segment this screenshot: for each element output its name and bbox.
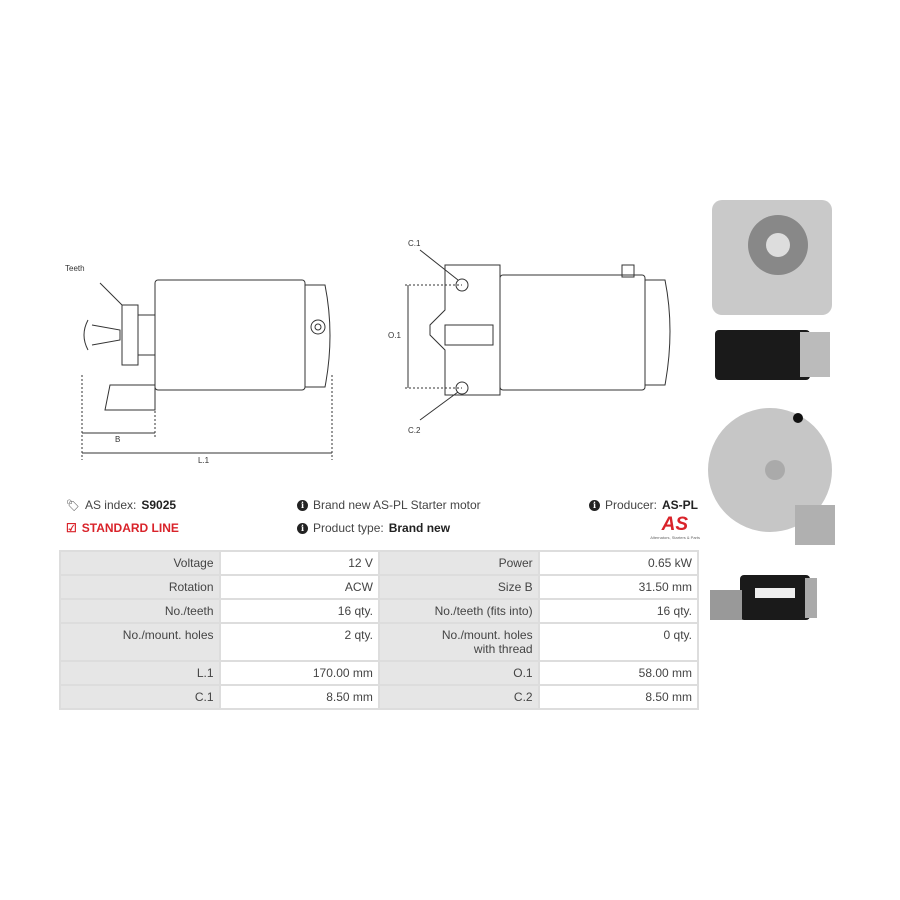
as-index-label: AS index: — [84, 498, 137, 512]
side-view-drawing — [81, 279, 333, 460]
spec-label: No./mount. holes with thread — [377, 622, 540, 662]
as-logo: AS Alternators, Starters & Parts — [620, 514, 700, 541]
description: i Brand new AS-PL Starter motor — [297, 498, 481, 512]
l1-label: L.1 — [198, 456, 210, 465]
b-label: B — [115, 435, 121, 444]
spec-label: O.1 — [377, 660, 540, 686]
spec-value: 16 qty. — [537, 598, 700, 624]
producer-label: Producer: — [604, 498, 657, 512]
spec-value: 8.50 mm — [537, 684, 700, 710]
c1-label: C.1 — [408, 239, 421, 248]
checkbox-icon: ☑ — [66, 521, 77, 535]
spec-label: Voltage — [59, 550, 221, 576]
spec-value: 8.50 mm — [218, 684, 380, 710]
spec-value: 12 V — [218, 550, 380, 576]
product-type-value: Brand new — [388, 521, 451, 535]
spec-value: 0 qty. — [537, 622, 700, 662]
info-icon: i — [297, 499, 308, 511]
spec-value: 58.00 mm — [537, 660, 700, 686]
spec-value: 0.65 kW — [537, 550, 700, 576]
spec-label: C.2 — [377, 684, 540, 710]
producer-value: AS-PL — [662, 498, 698, 512]
product-photos — [708, 200, 835, 620]
spec-value: ACW — [218, 574, 380, 600]
front-view-drawing — [405, 249, 671, 421]
spec-label: Power — [377, 550, 540, 576]
tags-icon: 🏷 — [66, 499, 80, 512]
o1-label: O.1 — [388, 331, 401, 340]
spec-label: C.1 — [59, 684, 221, 710]
spec-value: 31.50 mm — [537, 574, 700, 600]
info-icon: i — [588, 499, 600, 511]
standard-line: ☑ STANDARD LINE — [66, 521, 179, 535]
info-icon: i — [297, 522, 308, 534]
logo-tagline: Alternators, Starters & Parts — [650, 535, 700, 540]
producer: i Producer: AS-PL — [588, 498, 698, 512]
spec-label: No./teeth (fits into) — [377, 598, 540, 624]
spec-value: 2 qty. — [218, 622, 380, 662]
spec-label: L.1 — [59, 660, 221, 686]
spec-value: 170.00 mm — [218, 660, 380, 686]
description-text: Brand new AS-PL Starter motor — [313, 498, 481, 512]
as-index-value: S9025 — [141, 498, 177, 512]
c2-label: C.2 — [408, 426, 421, 435]
teeth-label: Teeth — [65, 264, 85, 273]
logo-mark: AS — [661, 514, 688, 535]
spec-label: Rotation — [59, 574, 221, 600]
spec-value: 16 qty. — [218, 598, 380, 624]
as-index: 🏷 AS index: S9025 — [66, 498, 176, 512]
spec-label: No./mount. holes — [59, 622, 221, 662]
spec-label: Size B — [377, 574, 540, 600]
spec-label: No./teeth — [59, 598, 221, 624]
product-type: i Product type: Brand new — [297, 521, 450, 535]
standard-line-label: STANDARD LINE — [81, 521, 179, 535]
product-type-label: Product type: — [313, 521, 384, 535]
